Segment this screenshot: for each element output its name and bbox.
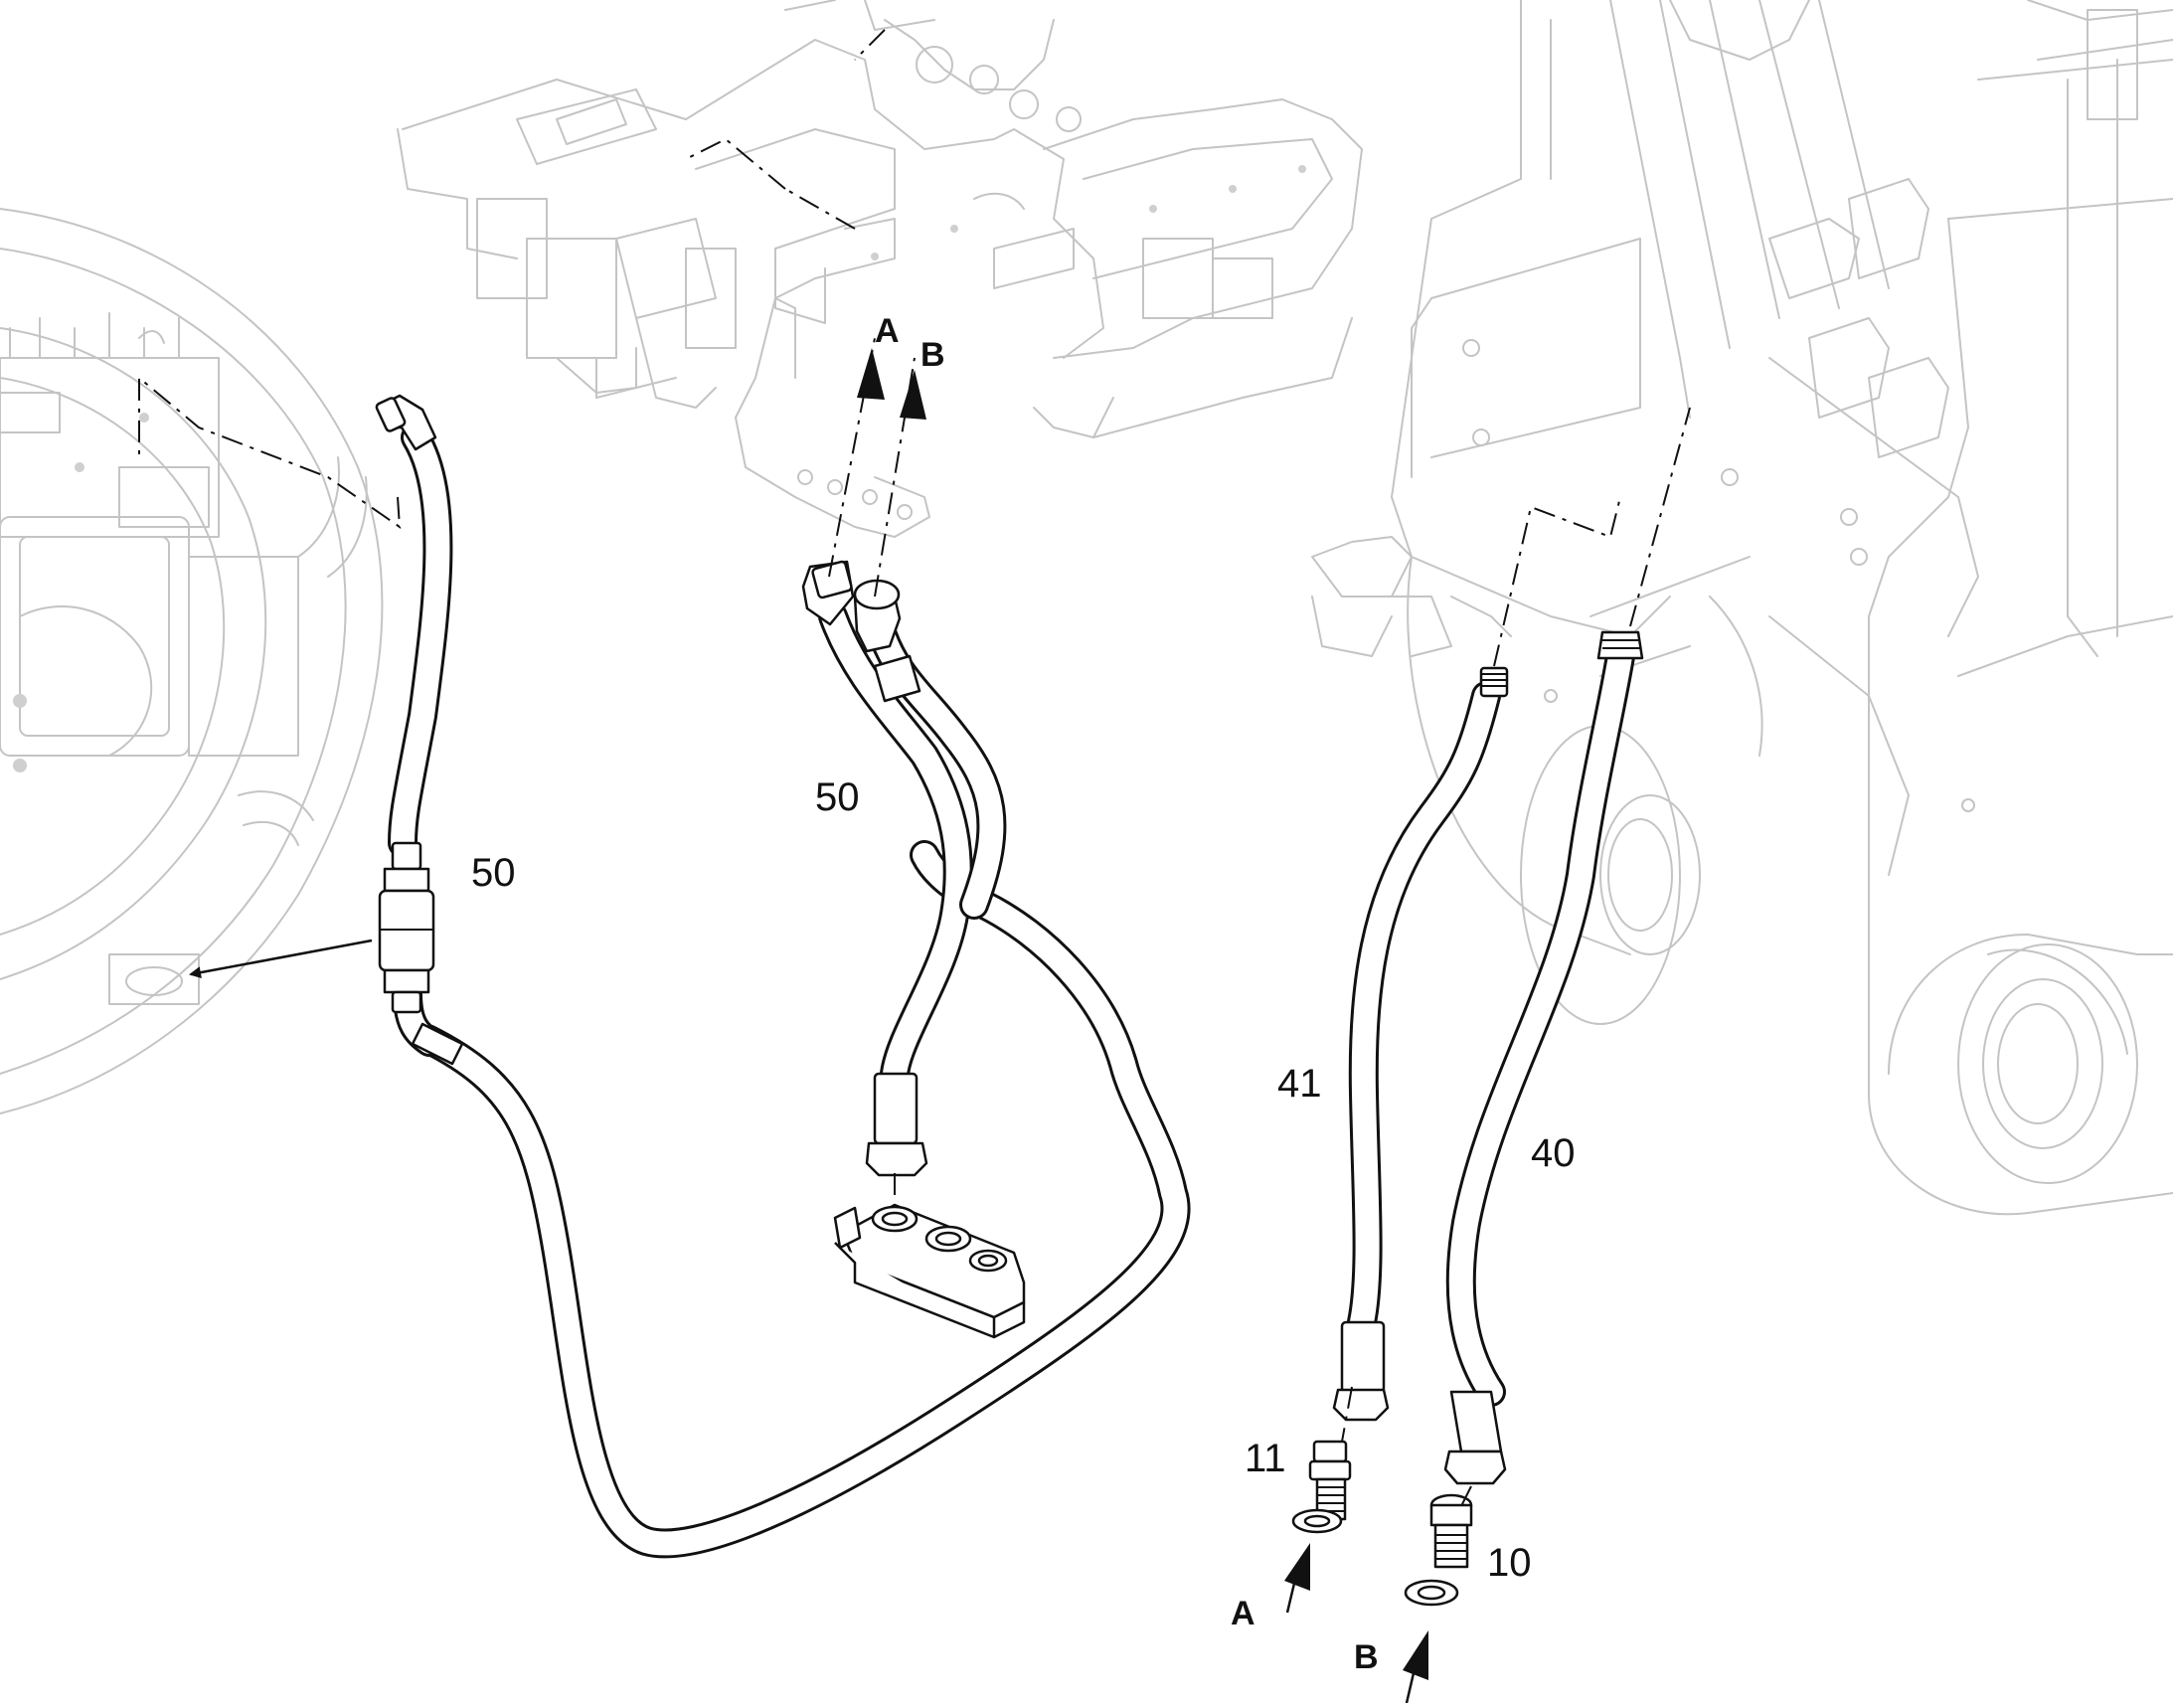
- background-mounting-bracket: [735, 218, 930, 538]
- callout-hose-50-left: 50: [471, 851, 516, 895]
- callout-hose-41: 41: [1277, 1062, 1322, 1106]
- callout-hose-40: 40: [1531, 1131, 1576, 1175]
- port-label-b-top: B: [920, 336, 945, 374]
- background-boom-arm: [1311, 0, 2173, 1216]
- background-chassis-frame: [397, 0, 1363, 438]
- assembly-leader-lines: [138, 29, 1691, 1507]
- callout-adapter-11: 11: [1245, 1437, 1286, 1480]
- port-label-a-bottom: A: [1231, 1595, 1255, 1632]
- background-wheel-assembly: [0, 208, 384, 1114]
- port-label-b-bottom: B: [1354, 1638, 1379, 1676]
- hose-50-center: [801, 560, 1007, 1177]
- hose-50-left: [375, 394, 1191, 1559]
- port-label-a-top: A: [875, 312, 900, 350]
- manifold-block: [833, 1203, 1026, 1339]
- hose-40: [1443, 630, 1644, 1485]
- callout-adapter-10: 10: [1487, 1541, 1532, 1585]
- callout-hose-50-center: 50: [815, 775, 860, 819]
- hose-41: [1332, 666, 1509, 1422]
- flow-arrows: [189, 348, 1428, 1704]
- adapter-11: [1291, 1440, 1352, 1534]
- adapter-10: [1404, 1493, 1473, 1607]
